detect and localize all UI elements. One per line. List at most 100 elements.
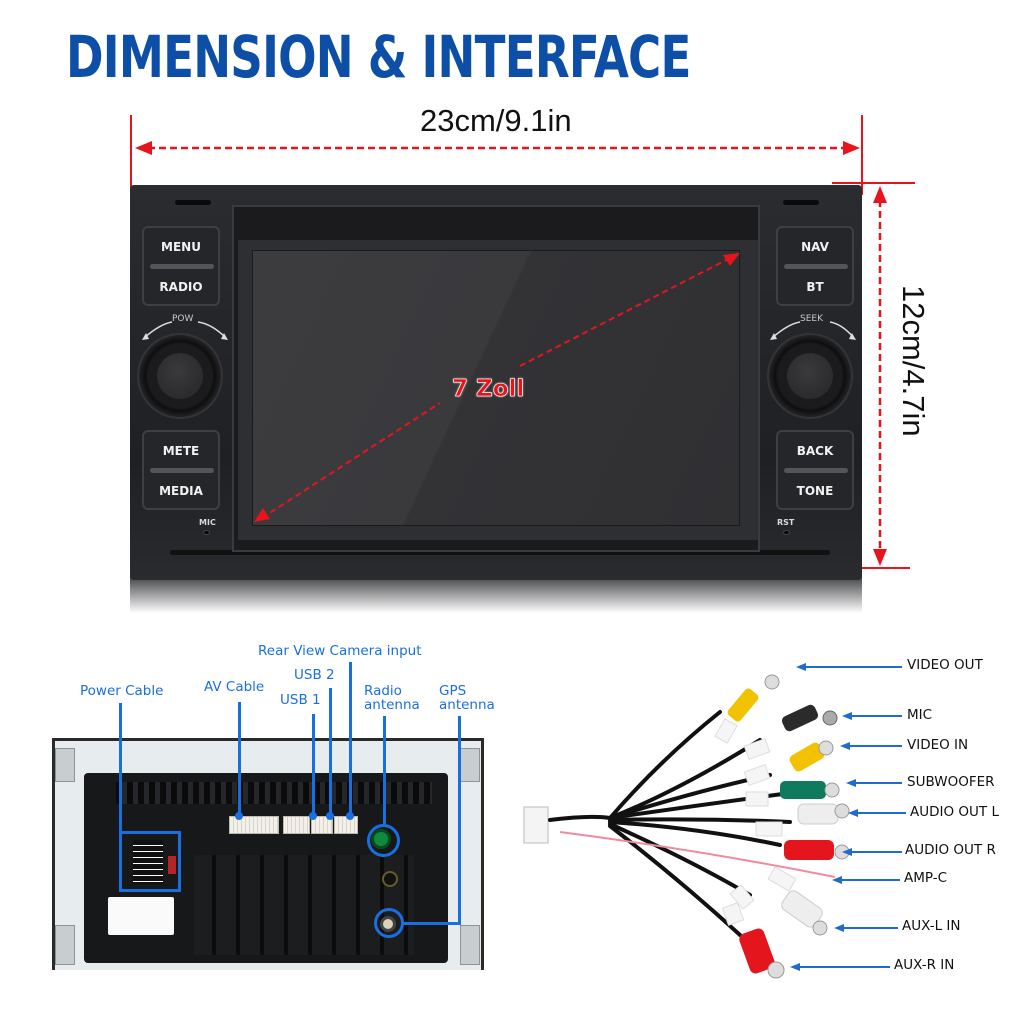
touch-screen[interactable]	[252, 250, 740, 526]
usb1-port[interactable]	[283, 816, 310, 834]
aux-round-port	[382, 871, 398, 887]
bottom-disc-slot	[170, 550, 830, 555]
button-group-menu-radio: MENU RADIO	[142, 226, 220, 306]
label-subwoofer: SUBWOOFER	[907, 774, 995, 790]
arrow-mic	[850, 715, 902, 717]
pow-label: POW	[172, 314, 194, 324]
mount-bracket	[55, 925, 75, 965]
seek-arc-icon	[770, 321, 856, 340]
label-amp-c: AMP-C	[904, 870, 948, 886]
mount-bracket	[55, 748, 75, 782]
av-cable-port[interactable]	[229, 816, 279, 834]
leader-rear-camera	[349, 662, 352, 816]
callout-usb1: USB 1	[280, 692, 321, 708]
screen-size-label: 7 Zoll	[452, 376, 525, 403]
callout-power-cable: Power Cable	[80, 683, 164, 699]
nav-button[interactable]: NAV	[801, 240, 829, 254]
callout-rear-camera: Rear View Camera input	[258, 643, 422, 659]
button-group-back-tone: BACK TONE	[776, 430, 854, 510]
arrow-video-out	[806, 666, 902, 668]
label-video-in: VIDEO IN	[907, 737, 969, 753]
leader-usb1	[312, 714, 315, 816]
label-audio-out-r: AUDIO OUT R	[905, 842, 996, 858]
button-divider	[150, 468, 214, 473]
leader-power	[119, 703, 122, 831]
usb2-port[interactable]	[311, 816, 333, 834]
leader-gps-horizontal	[403, 922, 461, 925]
label-audio-out-l: AUDIO OUT L	[910, 804, 999, 820]
arrow-head-icon	[834, 924, 844, 932]
radio-antenna-highlight	[367, 824, 400, 857]
mic-hole	[203, 530, 210, 535]
callout-radio-line2: antenna	[364, 697, 420, 713]
arrow-head-icon	[846, 779, 856, 787]
gps-antenna-highlight	[374, 908, 404, 938]
reset-hole[interactable]	[783, 530, 790, 535]
media-button[interactable]: MEDIA	[159, 484, 203, 498]
fuse	[168, 856, 176, 874]
vent-area	[194, 855, 414, 955]
rear-camera-port[interactable]	[334, 816, 358, 834]
button-group-mete-media: METE MEDIA	[142, 430, 220, 510]
button-divider	[784, 264, 848, 269]
arrow-head-icon	[840, 742, 850, 750]
label-aux-r-in: AUX-R IN	[894, 957, 955, 973]
leader-dot	[235, 812, 243, 820]
mount-bracket	[460, 925, 480, 965]
tone-button[interactable]: TONE	[796, 484, 834, 498]
arrow-head-icon	[832, 876, 842, 884]
arrow-video-in	[848, 745, 902, 747]
menu-button[interactable]: MENU	[161, 240, 201, 254]
button-group-nav-bt: NAV BT	[776, 226, 854, 306]
callout-av-cable: AV Cable	[204, 679, 265, 695]
label-video-out: VIDEO OUT	[907, 657, 983, 673]
leader-av	[238, 702, 241, 816]
top-slot-left	[175, 200, 211, 205]
arrow-subwoofer	[854, 782, 902, 784]
power-connector-pins	[133, 840, 163, 884]
leader-dot	[346, 812, 354, 820]
mic-label: MIC	[199, 518, 216, 527]
leader-gps	[458, 716, 461, 924]
seek-knob[interactable]	[767, 333, 853, 419]
leader-dot	[326, 812, 334, 820]
leader-usb2	[329, 688, 332, 816]
arrow-aux-r-in	[798, 966, 890, 968]
mete-button[interactable]: METE	[162, 444, 200, 458]
button-divider	[784, 468, 848, 473]
top-slot-right	[783, 200, 819, 205]
arrow-audio-out-l	[856, 812, 906, 814]
seek-label: SEEK	[800, 314, 823, 324]
arrow-amp-c	[840, 879, 900, 881]
radio-button[interactable]: RADIO	[159, 280, 203, 294]
rst-label: RST	[777, 518, 795, 527]
label-aux-l-in: AUX-L IN	[902, 918, 961, 934]
arrow-head-icon	[796, 663, 806, 671]
width-dimension-label: 23cm/9.1in	[420, 103, 572, 138]
callout-usb2: USB 2	[294, 667, 335, 683]
arrow-head-icon	[848, 809, 858, 817]
back-button[interactable]: BACK	[796, 444, 834, 458]
label-mic: MIC	[907, 707, 933, 723]
power-volume-knob[interactable]	[137, 333, 223, 419]
leader-dot	[309, 812, 317, 820]
callout-gps-line1: GPS	[439, 683, 467, 699]
button-divider	[150, 264, 214, 269]
unit-reflection	[130, 575, 862, 613]
leader-radio	[383, 716, 386, 824]
arrow-head-icon	[842, 848, 852, 856]
callout-radio-line1: Radio	[364, 683, 402, 699]
arrow-aux-l-in	[842, 927, 898, 929]
label-sticker	[108, 897, 174, 935]
power-cable-highlight	[119, 831, 181, 892]
bt-button[interactable]: BT	[806, 280, 824, 294]
page-title: DIMENSION & INTERFACE	[66, 23, 691, 91]
arrow-head-icon	[842, 712, 852, 720]
callout-gps-line2: antenna	[439, 697, 495, 713]
callout-gps-antenna: GPS antenna	[439, 684, 495, 712]
heat-sink-ribs	[116, 782, 432, 804]
arrow-head-icon	[790, 963, 800, 971]
